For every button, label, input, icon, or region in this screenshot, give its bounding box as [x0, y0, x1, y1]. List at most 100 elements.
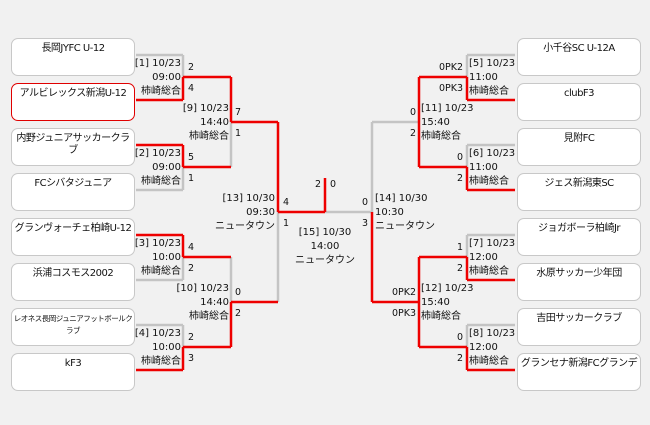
- match-score: 0PK2: [438, 62, 463, 73]
- match-info: [9] 10/23 14:40 柿崎総合: [183, 102, 229, 144]
- team-box-right[interactable]: 水原サッカー少年団: [517, 263, 641, 301]
- match-time: 10:00: [152, 252, 181, 263]
- match-id: [11] 10/23: [421, 103, 474, 114]
- match-id: [3] 10/23: [134, 238, 181, 249]
- match-venue: 柿崎総合: [189, 131, 229, 142]
- match-time: 15:40: [421, 297, 450, 308]
- team-box-left[interactable]: kF3: [11, 353, 135, 391]
- team-box-left[interactable]: グランヴォーチェ柏崎U-12: [11, 218, 135, 256]
- match-id: [4] 10/23: [134, 328, 181, 339]
- match-id: [14] 10/30: [375, 193, 428, 204]
- match-score: 1: [188, 173, 195, 184]
- match-info: [1] 10/23 09:00 柿崎総合: [135, 57, 181, 99]
- match-time: 11:00: [469, 72, 498, 83]
- team-box-right[interactable]: ジェス新潟東SC: [517, 173, 641, 211]
- match-time: 10:00: [152, 342, 181, 353]
- match-venue: 柿崎総合: [421, 311, 461, 322]
- match-venue: 柿崎総合: [469, 266, 509, 277]
- match-score: 5: [188, 152, 195, 163]
- team-box-left[interactable]: 長岡JYFC U-12: [11, 38, 135, 76]
- match-score: 2: [456, 173, 463, 184]
- match-score: 0: [409, 107, 416, 118]
- match-info: [5] 10/23 11:00 柿崎総合: [469, 57, 515, 99]
- team-box-right[interactable]: 小千谷SC U-12A: [517, 38, 641, 76]
- match-info: [11] 10/23 15:40 柿崎総合: [421, 102, 474, 144]
- match-score: 0PK2: [391, 287, 416, 298]
- team-box-left[interactable]: FCシバタジュニア: [11, 173, 135, 211]
- match-score: 2: [188, 332, 195, 343]
- match-score: 2: [188, 263, 195, 274]
- match-time: 14:00: [310, 241, 340, 252]
- match-score: 0: [456, 152, 463, 163]
- match-score: 4: [188, 242, 195, 253]
- match-score: 3: [361, 218, 368, 229]
- match-venue: 柿崎総合: [141, 176, 181, 187]
- team-box-left[interactable]: 浜浦コスモス2002: [11, 263, 135, 301]
- match-time: 09:30: [246, 207, 275, 218]
- match-id: [7] 10/23: [469, 238, 516, 249]
- match-score: 1: [283, 218, 290, 229]
- match-score: 0: [456, 332, 463, 343]
- match-info: [3] 10/23 10:00 柿崎総合: [135, 237, 181, 279]
- match-id: [9] 10/23: [182, 103, 229, 114]
- match-info: [2] 10/23 09:00 柿崎総合: [135, 147, 181, 189]
- final-score: 2: [315, 179, 322, 190]
- final-score: 0: [330, 179, 337, 190]
- match-score: 4: [188, 83, 195, 94]
- match-score: 2: [409, 128, 416, 139]
- match-score: 0PK3: [391, 308, 416, 319]
- team-box-left[interactable]: レオネス長岡ジュニアフットボールクラブ: [11, 308, 135, 346]
- match-id: [10] 10/23: [176, 283, 229, 294]
- match-score: 1: [235, 128, 242, 139]
- team-box-right[interactable]: 見附FC: [517, 128, 641, 166]
- match-time: 09:00: [152, 162, 181, 173]
- match-id: [1] 10/23: [134, 58, 181, 69]
- match-score: 3: [188, 353, 195, 364]
- match-info: [12] 10/23 15:40 柿崎総合: [421, 282, 474, 324]
- match-time: 12:00: [469, 342, 498, 353]
- match-venue: 柿崎総合: [469, 86, 509, 97]
- match-id: [5] 10/23: [469, 58, 516, 69]
- match-score: 2: [456, 263, 463, 274]
- match-score: 0: [235, 287, 242, 298]
- match-venue: 柿崎総合: [141, 356, 181, 367]
- match-score: 0PK3: [438, 83, 463, 94]
- match-venue: 柿崎総合: [189, 311, 229, 322]
- match-time: 15:40: [421, 117, 450, 128]
- match-score: 2: [235, 308, 242, 319]
- match-time: 10:30: [375, 207, 404, 218]
- match-score: 0: [361, 197, 368, 208]
- match-info: [4] 10/23 10:00 柿崎総合: [135, 327, 181, 369]
- match-score: 7: [235, 107, 242, 118]
- match-id: [12] 10/23: [421, 283, 474, 294]
- team-box-right[interactable]: 吉田サッカークラブ: [517, 308, 641, 346]
- match-venue: ニュータウン: [215, 221, 275, 232]
- match-venue: ニュータウン: [295, 255, 355, 266]
- team-box-right[interactable]: clubF3: [517, 83, 641, 121]
- match-info: [8] 10/23 12:00 柿崎総合: [469, 327, 515, 369]
- match-venue: 柿崎総合: [141, 86, 181, 97]
- match-venue: 柿崎総合: [469, 176, 509, 187]
- match-venue: 柿崎総合: [141, 266, 181, 277]
- team-box-left[interactable]: アルビレックス新潟U-12: [11, 83, 135, 121]
- match-id: [2] 10/23: [134, 148, 181, 159]
- match-time: 14:40: [200, 117, 229, 128]
- team-box-left[interactable]: 内野ジュニアサッカークラブ: [11, 128, 135, 166]
- match-score: 2: [188, 62, 195, 73]
- match-score: 1: [456, 242, 463, 253]
- match-venue: 柿崎総合: [469, 356, 509, 367]
- match-time: 11:00: [469, 162, 498, 173]
- team-box-right[interactable]: ジョガボーラ柏崎Jr: [517, 218, 641, 256]
- match-score: 2: [456, 353, 463, 364]
- match-venue: 柿崎総合: [421, 131, 461, 142]
- team-box-right[interactable]: グランセナ新潟FCグランデ: [517, 353, 641, 391]
- match-id: [8] 10/23: [469, 328, 516, 339]
- match-time: 09:00: [152, 72, 181, 83]
- match-id: [6] 10/23: [469, 148, 516, 159]
